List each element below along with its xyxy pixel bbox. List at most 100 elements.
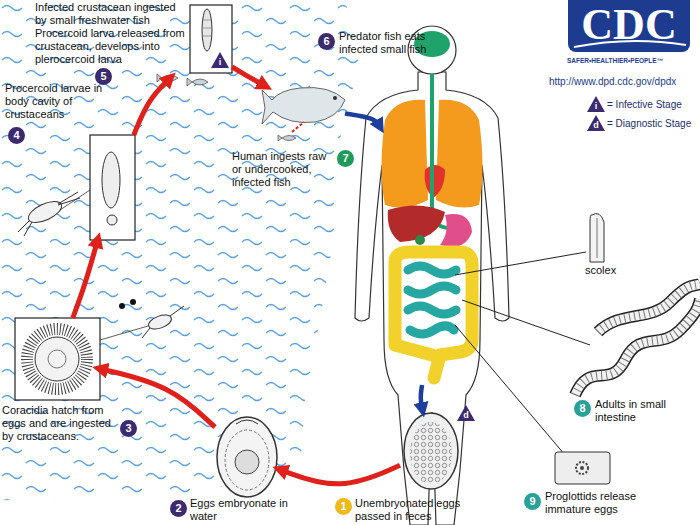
infective-marker <box>211 52 229 68</box>
worm-segments <box>598 284 700 332</box>
stage-description: Eggs embryonate in water <box>190 497 300 523</box>
scolex-drawing <box>590 214 604 262</box>
stage-description: Procercoid larvae in body cavity of crus… <box>5 82 105 121</box>
stage-frame <box>90 135 135 240</box>
leader-line <box>455 325 565 455</box>
stage-marker: i <box>591 101 601 111</box>
stage-marker: d <box>591 120 601 130</box>
cycle-arrow <box>345 114 380 127</box>
stage-node: 9Proglottids release immature eggs <box>555 450 610 485</box>
liver <box>388 205 445 242</box>
leader-line <box>455 252 586 275</box>
lung <box>382 100 429 208</box>
callout-number: 5 <box>95 68 112 85</box>
cycle-arrow <box>232 67 265 86</box>
small-fish <box>157 74 178 82</box>
stage-node: 7Human ingests raw or undercooked, infec… <box>380 95 510 385</box>
adult-worm <box>598 284 700 332</box>
large-intestine <box>395 252 472 378</box>
stage-frame <box>190 5 232 73</box>
stage-node: 5Infected crustacean ingested by small f… <box>170 5 232 90</box>
legend-text: = Diagnostic Stage <box>607 118 691 130</box>
proglottid <box>555 452 610 484</box>
callout-number: 1 <box>335 498 352 515</box>
legend-marker <box>587 96 605 112</box>
stage-node: 3Coracidia hatch from eggs and are inges… <box>15 318 100 400</box>
cycle-arrow <box>100 369 215 427</box>
stage-description: Infected crustacean ingested by small fr… <box>35 1 187 66</box>
egg-membrane <box>225 430 269 490</box>
human-body <box>355 72 509 525</box>
callout-number: 3 <box>120 420 137 437</box>
stomach <box>440 214 472 247</box>
copepod <box>147 312 174 331</box>
leader-line <box>100 326 148 340</box>
source-url: http://www.dpd.cdc.gov/dpdx <box>549 76 700 88</box>
adult-worm <box>598 284 700 332</box>
diagnostic-marker <box>457 405 475 421</box>
leader-line <box>462 300 590 345</box>
stage-node: 1Unembryonated eggs passed in feces <box>400 410 462 493</box>
coracidium-cilia <box>27 329 87 389</box>
uterus-rosette <box>576 462 588 474</box>
egg-yolk <box>410 422 452 484</box>
structure-label: scolex <box>585 264 635 277</box>
callout-number: 7 <box>337 150 354 167</box>
unembryonated-egg <box>404 413 458 489</box>
stage-marker: d <box>461 410 471 420</box>
stage-marker: i <box>215 57 225 67</box>
larva-segment <box>203 20 211 36</box>
coracidium-dot <box>130 299 136 305</box>
uterus-pore <box>580 466 584 470</box>
stage-node: 6Predator fish eats infected small fish <box>265 85 345 130</box>
larva-tail <box>107 215 117 225</box>
legend-marker <box>587 115 605 131</box>
coracidium <box>35 337 79 381</box>
callout-number: 9 <box>524 493 541 510</box>
stage-node: 2Eggs embryonate in water <box>215 415 280 500</box>
fish-eye <box>333 96 337 100</box>
logo-badge <box>568 0 690 52</box>
stage-description: Coracidia hatch from eggs and are ingest… <box>2 404 118 443</box>
stage-description: Adults in small intestine <box>595 398 698 424</box>
stage-node: 8Adults in small intestine <box>575 290 700 400</box>
cycle-arrow <box>134 78 170 135</box>
heart <box>425 165 445 198</box>
esophagus <box>432 74 450 228</box>
copepod-limb <box>142 306 184 338</box>
egg-operculum <box>236 420 258 424</box>
oncosphere <box>48 350 66 368</box>
legend-text: = Infective Stage <box>607 99 682 111</box>
coracidium-dot <box>119 303 125 309</box>
stage-description: Predator fish eats infected small fish <box>339 30 449 56</box>
logo-tagline: SAFER•HEALTHIER•PEOPLE™ <box>567 57 697 65</box>
stage-description: Proglottids release immature eggs <box>545 490 655 516</box>
callout-number: 4 <box>8 127 25 144</box>
callout-number: 8 <box>574 400 591 417</box>
small-fish <box>187 78 208 86</box>
callout-number: 6 <box>318 33 335 50</box>
lung <box>436 100 483 208</box>
cycle-arrow <box>421 385 423 410</box>
stage-frame <box>15 318 100 400</box>
stage-description: Human ingests raw or undercooked, infect… <box>232 150 334 189</box>
copepod-limb <box>18 192 80 236</box>
callout-number: 2 <box>170 500 187 517</box>
water <box>0 0 360 500</box>
cycle-arrow <box>280 465 400 484</box>
embryo <box>235 450 259 474</box>
procercoid-larva <box>102 152 120 208</box>
stage-description: Unembryonated eggs passed in feces <box>355 497 475 523</box>
embryonated-egg <box>217 417 277 497</box>
plerocercoid-larva <box>202 9 212 51</box>
cycle-arrow <box>73 240 98 318</box>
dashed-arrow <box>292 122 304 132</box>
small-fish <box>278 135 296 141</box>
leader-line <box>60 190 90 210</box>
logo-text: CDC <box>568 2 690 48</box>
gallbladder <box>415 235 425 245</box>
small-intestine <box>408 266 456 334</box>
predator-fish <box>262 88 345 125</box>
bothrium-groove <box>597 218 598 258</box>
